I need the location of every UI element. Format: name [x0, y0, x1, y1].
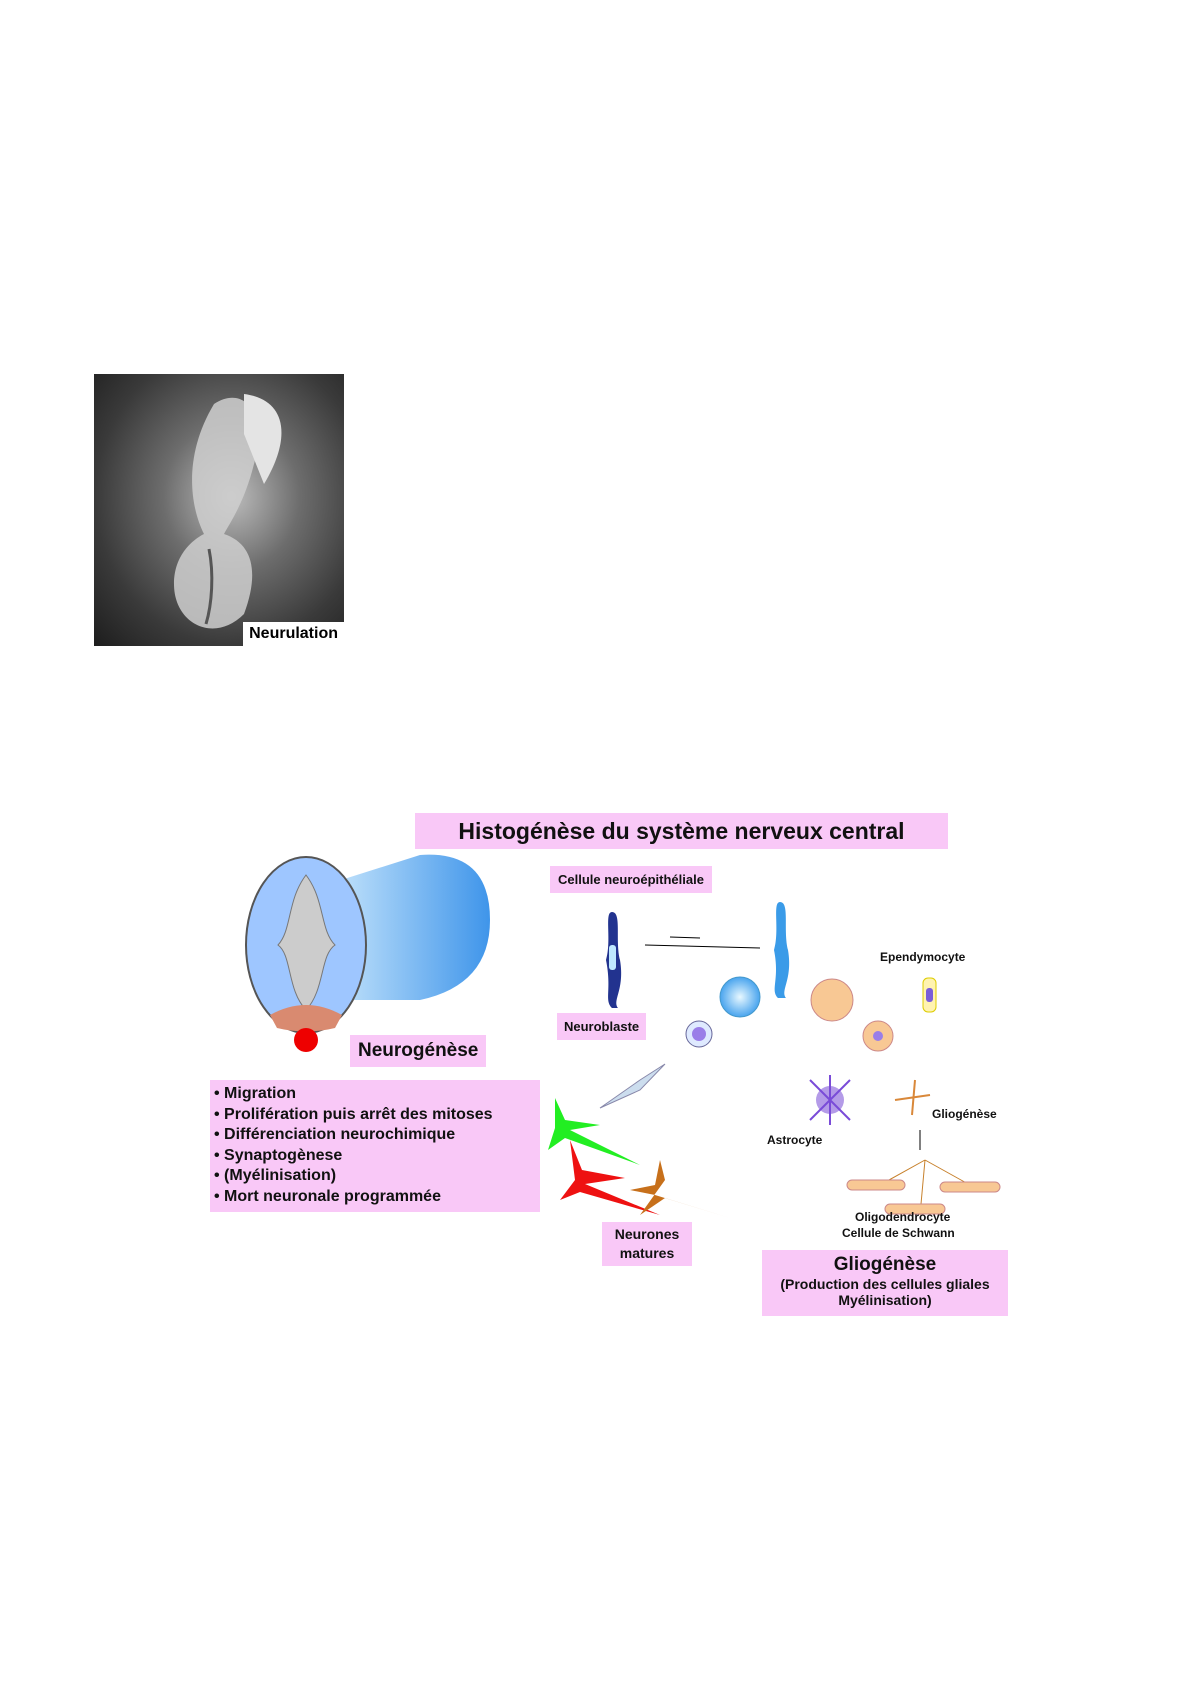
neuroepithelial-cells-icon: [606, 902, 790, 1008]
list-item: • Mort neuronale programmée: [214, 1187, 441, 1205]
photo-caption: Neurulation: [243, 622, 344, 646]
neural-tube-icon: [245, 854, 490, 1052]
list-item: • (Myélinisation): [214, 1167, 337, 1184]
gliogenesis-arrow-label: Gliogénèse: [932, 1107, 997, 1121]
neuroblast-label: Neuroblaste: [557, 1013, 647, 1040]
ependymocyte-label: Ependymocyte: [880, 950, 966, 964]
mature-neurons-line2: matures: [619, 1245, 675, 1261]
schwann-cell-label: Cellule de Schwann: [842, 1226, 955, 1240]
neurogenesis-label: Neurogénèse: [350, 1035, 487, 1067]
mature-neurons-line1: Neurones: [614, 1226, 680, 1242]
astrocyte-label: Astrocyte: [767, 1133, 823, 1147]
oligodendrocyte-label: Oligodendrocyte: [855, 1210, 951, 1224]
gliogenesis-sub2: Myélinisation): [838, 1292, 932, 1308]
gliogenesis-box: Gliogénèse (Production des cellules glia…: [762, 1250, 1008, 1316]
mature-neurons-label: Neurones matures: [602, 1222, 692, 1266]
diagram-title: Histogénèse du système nerveux central: [415, 813, 948, 849]
neuroepithelial-cell-label: Cellule neuroépithéliale: [550, 866, 712, 893]
glial-cells-icon: [809, 1075, 1001, 1216]
neurogenesis-points-box: • Migration • Prolifération puis arrêt d…: [210, 1080, 540, 1212]
list-item: • Prolifération puis arrêt des mitoses: [214, 1105, 493, 1123]
list-item: • Migration: [214, 1085, 297, 1102]
list-item: • Synaptogènese: [214, 1146, 343, 1164]
list-item: • Différenciation neurochimique: [214, 1126, 456, 1143]
gliogenesis-sub1: (Production des cellules gliales: [780, 1276, 990, 1292]
mature-neurons-icon: [548, 1098, 730, 1218]
gliogenesis-title: Gliogénèse: [833, 1254, 937, 1275]
neurulation-photo: Neurulation: [94, 374, 344, 646]
cell-sequence-icon: [599, 976, 937, 1109]
neurogenesis-points-list: • Migration • Prolifération puis arrêt d…: [214, 1084, 536, 1207]
embryo-image: [174, 394, 282, 629]
